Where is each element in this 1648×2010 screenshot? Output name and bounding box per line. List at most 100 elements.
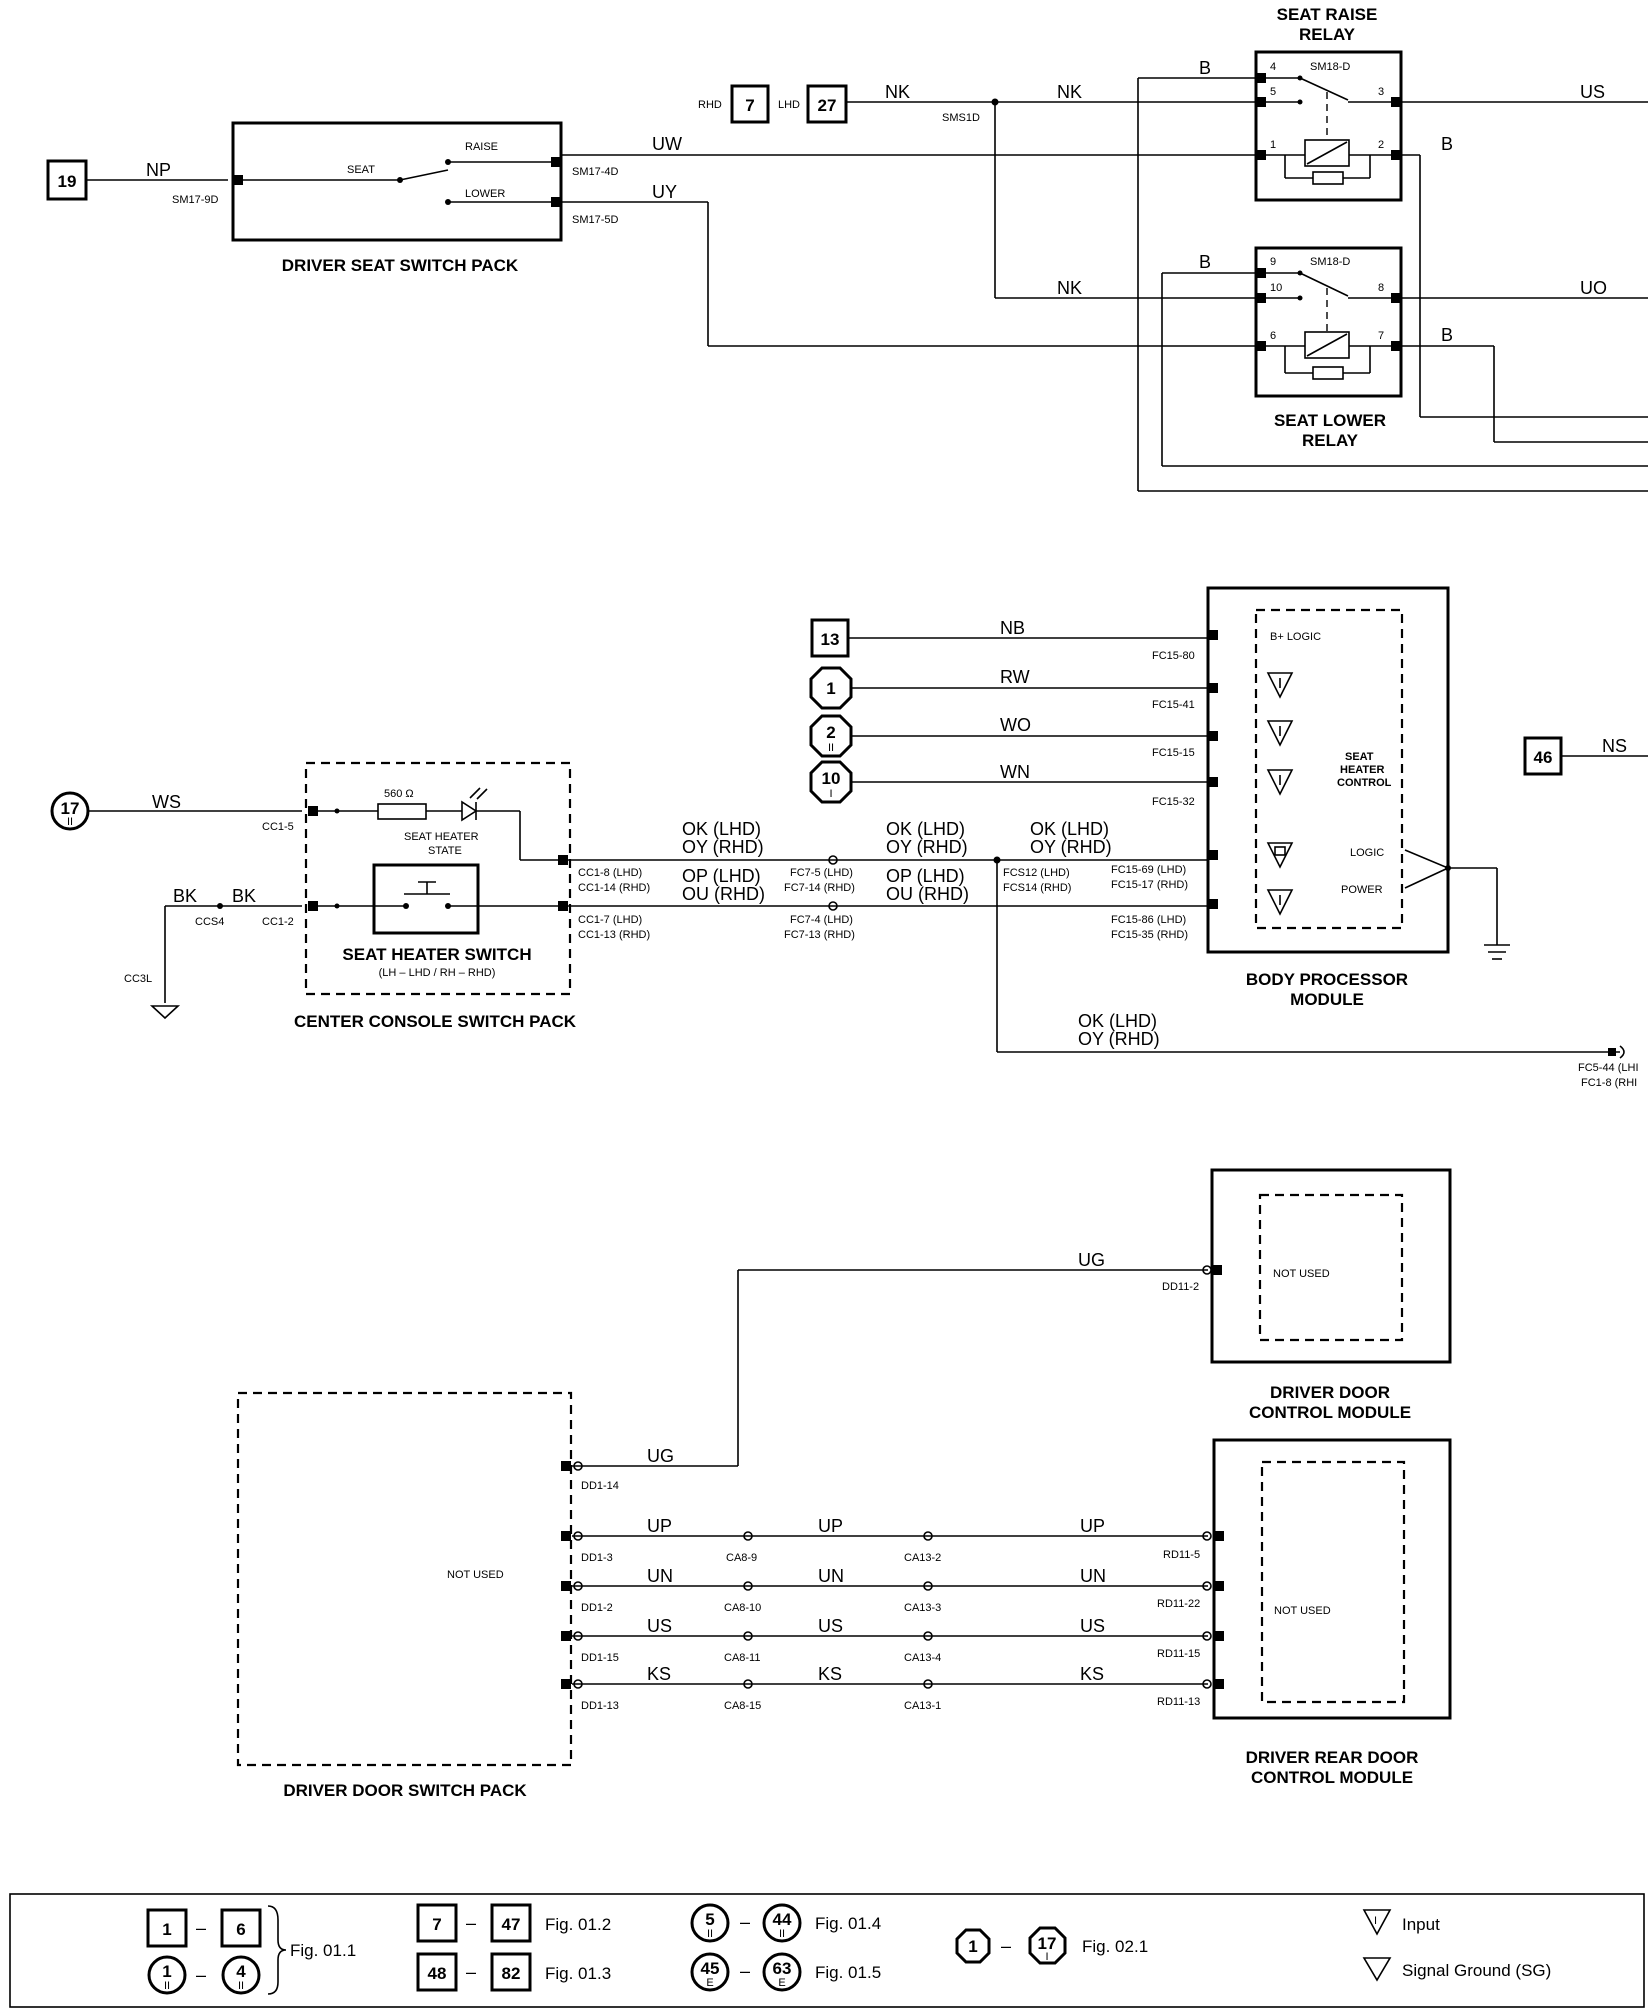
- reference-oct-1[interactable]: [809, 666, 853, 710]
- bpm-title-1: BODY PROCESSOR: [1246, 970, 1408, 989]
- legend-input-label: Input: [1402, 1915, 1440, 1934]
- ca13-2: CA13-2: [904, 1552, 941, 1564]
- wire-bk-label-1: BK: [173, 886, 197, 906]
- reference-oct-2[interactable]: [809, 714, 853, 758]
- wire-ks-3: KS: [1080, 1664, 1104, 1684]
- switch-lower-label: LOWER: [465, 188, 505, 200]
- wire-un-3: UN: [1080, 1566, 1106, 1586]
- connector-cc1-2: CC1-2: [262, 916, 294, 928]
- wire-up-2: UP: [818, 1516, 843, 1536]
- bpm-shc-3: CONTROL: [1337, 777, 1392, 789]
- connector-fc15-41: FC15-41: [1152, 699, 1195, 711]
- bpm-shc-1: SEAT: [1345, 751, 1374, 763]
- wire-nk-label-3: NK: [1057, 278, 1082, 298]
- seat-heater-switch[interactable]: [372, 863, 480, 935]
- legend-dash-f: –: [1001, 1936, 1011, 1956]
- wire-ws-label: WS: [152, 792, 181, 812]
- cc1-7: CC1-7 (LHD): [578, 914, 642, 926]
- seat-lower-relay-title-1: SEAT LOWER: [1274, 411, 1386, 430]
- fc7-14: FC7-14 (RHD): [784, 882, 855, 894]
- reference-10-sub: I: [829, 788, 832, 800]
- wire-ok-lhd-1: OK (LHD): [682, 819, 761, 839]
- wire-oy-rhd-1: OY (RHD): [682, 837, 764, 857]
- lower-pin-8: 8: [1378, 282, 1384, 294]
- center-console-switch-pack-title: CENTER CONSOLE SWITCH PACK: [294, 1012, 577, 1031]
- seat-adjust-section: 19 NP SM17-9D SEAT RAISE LOWER DRIVER SE…: [46, 5, 1648, 492]
- ddsp-not-used: NOT USED: [447, 1569, 504, 1581]
- bpm-b-logic: B+ LOGIC: [1270, 631, 1321, 643]
- wire-wn-label: WN: [1000, 762, 1030, 782]
- fc7-4: FC7-4 (LHD): [790, 914, 853, 926]
- rd11-22: RD11-22: [1157, 1598, 1200, 1610]
- wire-uw-label: UW: [652, 134, 682, 154]
- wire-b-label-lower-in: B: [1199, 252, 1211, 272]
- wire-b-label-lower-out: B: [1441, 325, 1453, 345]
- legend-fig-b: Fig. 01.2: [545, 1915, 611, 1934]
- connector-fc15-15: FC15-15: [1152, 747, 1195, 759]
- legend-c2: 82: [502, 1964, 521, 1983]
- wire-us-3: US: [1080, 1616, 1105, 1636]
- rhd-label: RHD: [698, 99, 722, 111]
- dd1-3: DD1-3: [581, 1552, 613, 1564]
- reference-box-27[interactable]: [806, 84, 848, 124]
- connector-ccs4: CCS4: [195, 916, 224, 928]
- wire-ug-label-1: UG: [1078, 1250, 1105, 1270]
- wire-np-label: NP: [146, 160, 171, 180]
- wire-rw-label: RW: [1000, 667, 1030, 687]
- reference-7-label: 7: [745, 96, 754, 115]
- raise-pin-2: 2: [1378, 139, 1384, 151]
- wire-b-label-raise-out: B: [1441, 134, 1453, 154]
- legend-d2: 44: [773, 1910, 792, 1929]
- reference-17-sub: II: [67, 816, 73, 828]
- door-section: NOT USED DRIVER DOOR CONTROL MODULE UG D…: [236, 1168, 1452, 1800]
- legend-b1: 7: [432, 1915, 441, 1934]
- ca13-4: CA13-4: [904, 1652, 941, 1664]
- legend-a3-sub: II: [164, 1980, 170, 1992]
- connector-fc15-32: FC15-32: [1152, 796, 1195, 808]
- legend-f2-sub: I: [1045, 1951, 1048, 1963]
- legend-f2: 17: [1038, 1934, 1057, 1953]
- legend-e2: 63: [773, 1959, 792, 1978]
- ddcm-not-used: NOT USED: [1273, 1268, 1330, 1280]
- connector-fc15-80: FC15-80: [1152, 650, 1195, 662]
- seat-heater-switch-note: (LH – LHD / RH – RHD): [379, 967, 496, 979]
- wire-ou-rhd-2: OU (RHD): [886, 884, 969, 904]
- connector-cc3l: CC3L: [124, 973, 152, 985]
- driver-door-control-module: [1210, 1168, 1452, 1364]
- fc15-86: FC15-86 (LHD): [1111, 914, 1186, 926]
- connector-dd11-2: DD11-2: [1162, 1281, 1199, 1293]
- fc15-69: FC15-69 (LHD): [1111, 864, 1186, 876]
- fcs12: FCS12 (LHD): [1003, 867, 1070, 879]
- ddcm-title-2: CONTROL MODULE: [1249, 1403, 1411, 1422]
- wire-bk-label-2: BK: [232, 886, 256, 906]
- fc1-8: FC1-8 (RHI: [1581, 1077, 1637, 1089]
- bpm-shc-2: HEATER: [1340, 764, 1384, 776]
- wire-nk-label-1: NK: [885, 82, 910, 102]
- legend-dash-a: –: [196, 1918, 206, 1938]
- reference-box-7[interactable]: [730, 84, 770, 124]
- legend-input-symbol: I: [1374, 1915, 1377, 1927]
- drdcm-not-used: NOT USED: [1274, 1605, 1331, 1617]
- raise-pin-4: 4: [1270, 61, 1276, 73]
- wire-ok-lhd-4: OK (LHD): [1078, 1011, 1157, 1031]
- legend-fig-f: Fig. 02.1: [1082, 1937, 1148, 1956]
- legend-fig-d: Fig. 01.4: [815, 1914, 881, 1933]
- raise-relay-id: SM18-D: [1310, 61, 1350, 73]
- reference-46-label: 46: [1534, 748, 1553, 767]
- reference-oct-10[interactable]: [809, 760, 853, 804]
- seat-heater-section: BODY PROCESSOR MODULE B+ LOGIC SEAT HEAT…: [50, 586, 1648, 1089]
- legend-a1: 1: [162, 1920, 171, 1939]
- reference-13-label: 13: [821, 630, 840, 649]
- bpm-title-2: MODULE: [1290, 990, 1364, 1009]
- bpm-logic: LOGIC: [1350, 847, 1384, 859]
- wire-oy-rhd-2: OY (RHD): [886, 837, 968, 857]
- legend-dash-e: –: [740, 1961, 750, 1981]
- legend-dash-a2: –: [196, 1965, 206, 1985]
- legend-a4: 4: [236, 1962, 246, 1981]
- connector-sms1d: SMS1D: [942, 112, 980, 124]
- wire-op-lhd-1: OP (LHD): [682, 866, 761, 886]
- reference-1-label: 1: [826, 679, 835, 698]
- seat-raise-relay-title-2: RELAY: [1299, 25, 1356, 44]
- legend-dash-d: –: [740, 1912, 750, 1932]
